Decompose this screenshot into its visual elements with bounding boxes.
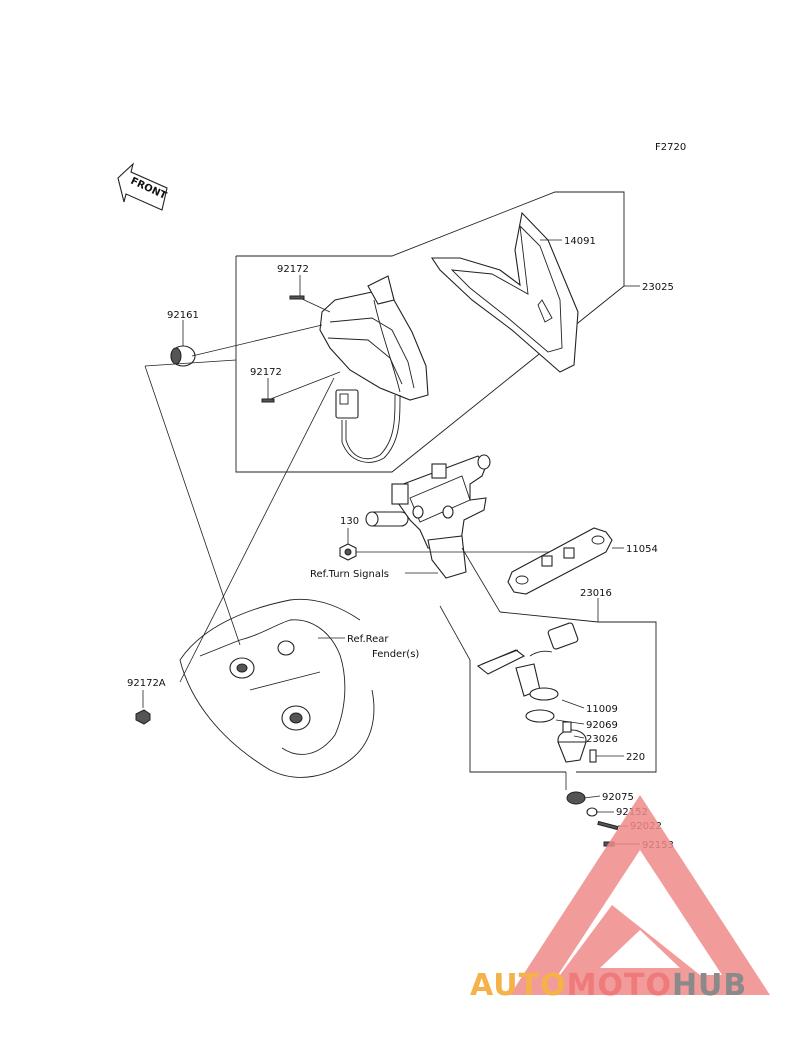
- part-label-23026: 23026: [586, 734, 618, 745]
- diagram-code: F2720: [655, 142, 686, 153]
- part-label-14091: 14091: [564, 236, 596, 247]
- license-bracket: [365, 454, 491, 579]
- part-label-23016: 23016: [580, 588, 612, 599]
- part-label-11009: 11009: [586, 704, 618, 715]
- part-label-220: 220: [626, 752, 645, 763]
- front-arrow-icon: FRONT: [117, 162, 168, 211]
- rear-fender-reference: [179, 598, 375, 778]
- nut-130: [339, 543, 357, 561]
- ref-rear-fender-line1: Ref.Rear: [347, 634, 389, 645]
- part-label-92172-upper: 92172: [277, 264, 309, 275]
- ref-turn-signals: Ref.Turn Signals: [310, 569, 389, 580]
- part-label-130: 130: [340, 516, 359, 527]
- logo-text-hub: HUB: [672, 968, 747, 1003]
- grommet-92161: [170, 345, 196, 367]
- logo-text-auto: AUTO: [470, 968, 567, 1003]
- part-label-92161: 92161: [167, 310, 199, 321]
- part-label-23025: 23025: [642, 282, 674, 293]
- part-label-92172-lower: 92172: [250, 367, 282, 378]
- part-label-92075: 92075: [602, 792, 634, 803]
- svg-text:AUTOMOTOHUB: AUTOMOTOHUB: [470, 968, 747, 1003]
- part-label-11054: 11054: [626, 544, 658, 555]
- triangle-logo-icon: [510, 795, 770, 995]
- plate-11054: [507, 527, 613, 595]
- license-lamp-parts: [476, 622, 624, 763]
- ref-rear-fender-line2: Fender(s): [372, 649, 419, 660]
- screw-92172a: [135, 709, 151, 725]
- license-lamp-box: [469, 598, 657, 773]
- tail-light-unit: [319, 275, 429, 463]
- logo-text-moto: MOTO: [567, 968, 672, 1003]
- automotohub-logo: AUTOMOTOHUB: [470, 795, 770, 1003]
- tail-light-cover-14091: [430, 211, 579, 373]
- part-label-92172a: 92172A: [127, 678, 166, 689]
- part-label-92069: 92069: [586, 720, 618, 731]
- tail-light-assembly-box: [235, 191, 640, 473]
